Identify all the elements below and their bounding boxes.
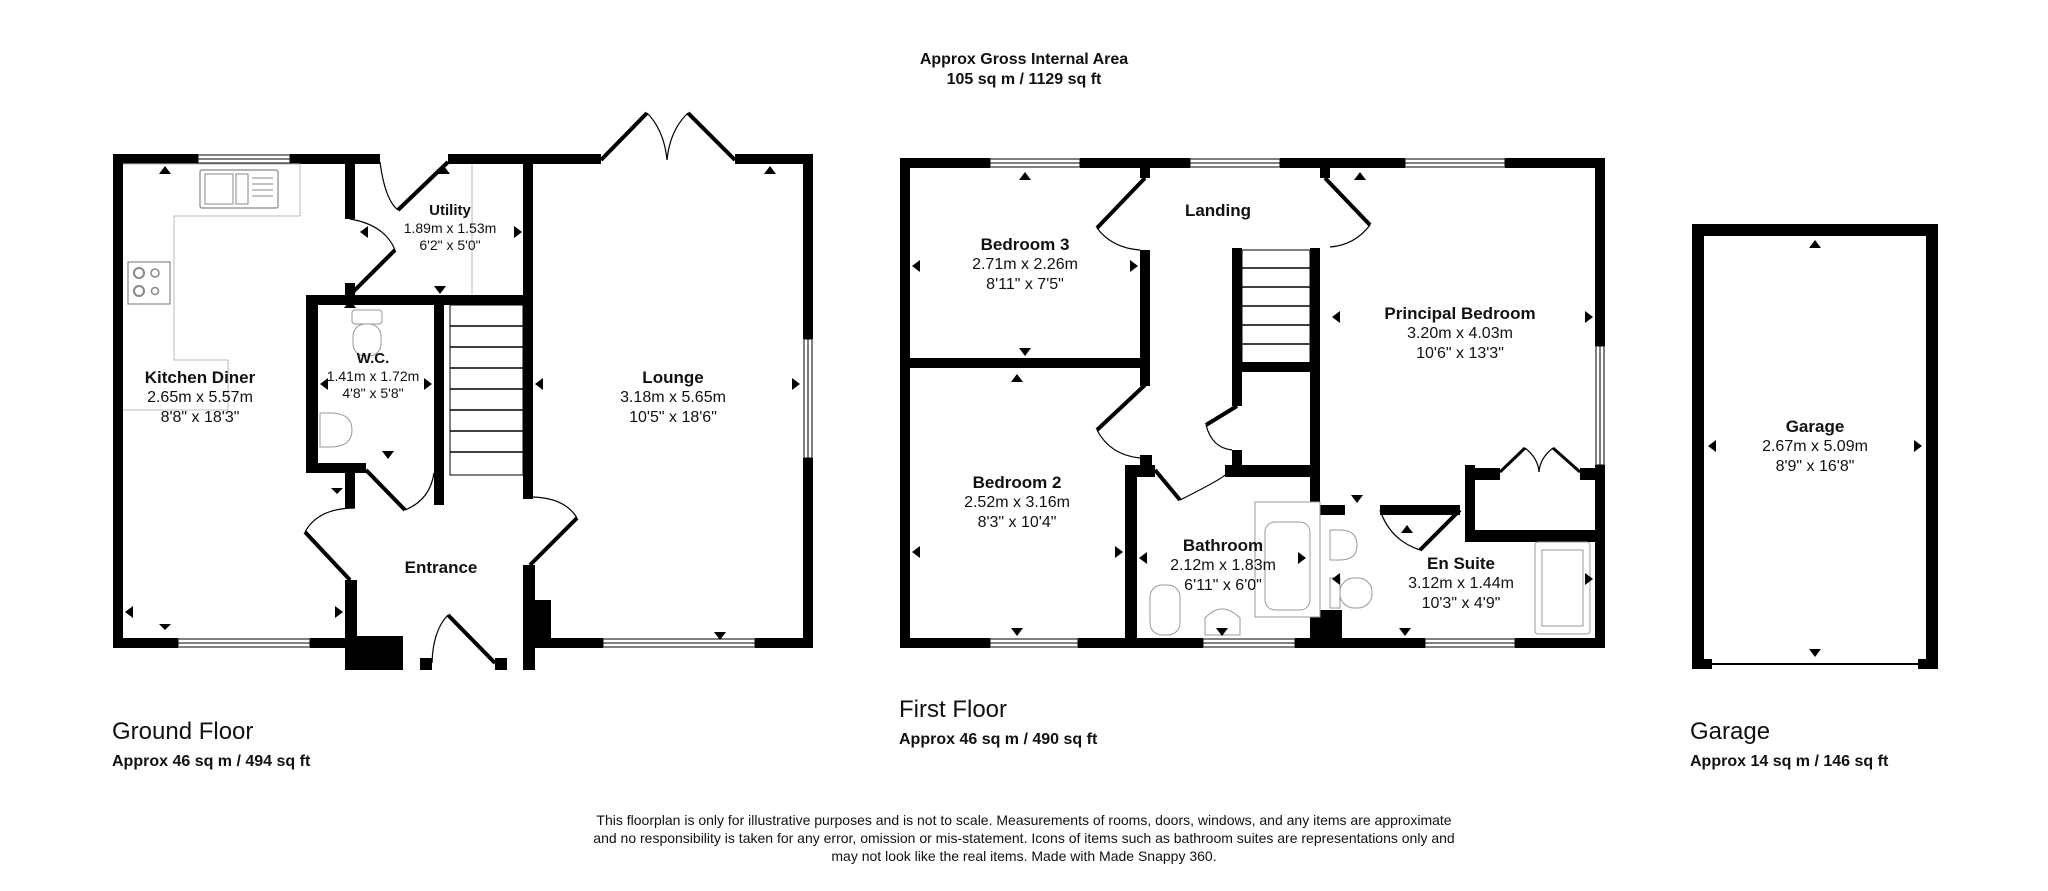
ground-floor-plan [113, 111, 813, 670]
room-en-suite: En Suite 3.12m x 1.44m 10'3" x 4'9" [1408, 554, 1514, 612]
stairs-icon [449, 304, 524, 476]
room-bedroom-2: Bedroom 2 2.52m x 3.16m 8'3" x 10'4" [964, 473, 1070, 531]
dimension-marker-icons [1708, 240, 1922, 657]
room-lounge: Lounge 3.18m x 5.65m 10'5" x 18'6" [620, 368, 726, 426]
kitchen-sink-icon [199, 169, 279, 209]
disclaimer: This floorplan is only for illustrative … [593, 812, 1455, 864]
garage-plan [1692, 224, 1938, 669]
room-landing: Landing [1184, 201, 1252, 220]
wash-basin-icon [319, 412, 353, 448]
gross-area-value: 105 sq m / 1129 sq ft [946, 71, 1102, 88]
gross-area-title: Approx Gross Internal Area [919, 51, 1129, 68]
room-principal-bedroom: Principal Bedroom 3.20m x 4.03m 10'6" x … [1384, 304, 1536, 362]
wash-basin-icon [1329, 529, 1358, 561]
garage-caption: Garage Approx 14 sq m / 146 sq ft [1690, 718, 1889, 770]
room-bedroom-3: Bedroom 3 2.71m x 2.26m 8'11" x 7'5" [972, 235, 1078, 293]
room-utility: Utility 1.89m x 1.53m 6'2" x 5'0" [403, 202, 497, 253]
room-garage: Garage 2.67m x 5.09m 8'9" x 16'8" [1762, 417, 1868, 475]
stairs-icon [1241, 249, 1311, 371]
room-kitchen-diner: Kitchen Diner 2.65m x 5.57m 8'8" x 18'3" [144, 368, 256, 426]
first-floor-caption: First Floor Approx 46 sq m / 490 sq ft [899, 696, 1098, 748]
gross-internal-area: Approx Gross Internal Area 105 sq m / 11… [0, 50, 2048, 90]
first-floor-plan [900, 158, 1605, 648]
room-wc: W.C. 1.41m x 1.72m 4'8" x 5'8" [326, 350, 420, 401]
toilet-icon [1329, 577, 1373, 609]
bath-icon [1254, 501, 1321, 618]
room-bathroom: Bathroom 2.12m x 1.83m 6'11" x 6'0" [1170, 536, 1276, 594]
room-entrance: Entrance [404, 558, 478, 577]
toilet-icon [351, 309, 383, 357]
french-doors-icon [599, 111, 737, 162]
wash-basin-icon [1204, 608, 1241, 636]
ground-floor-caption: Ground Floor Approx 46 sq m / 494 sq ft [112, 718, 311, 770]
dimension-marker-icons [912, 172, 1593, 636]
shower-tray-icon [1534, 541, 1591, 635]
hob-icon [127, 261, 171, 305]
toilet-icon [1149, 584, 1181, 636]
dimension-marker-icons [125, 166, 800, 640]
